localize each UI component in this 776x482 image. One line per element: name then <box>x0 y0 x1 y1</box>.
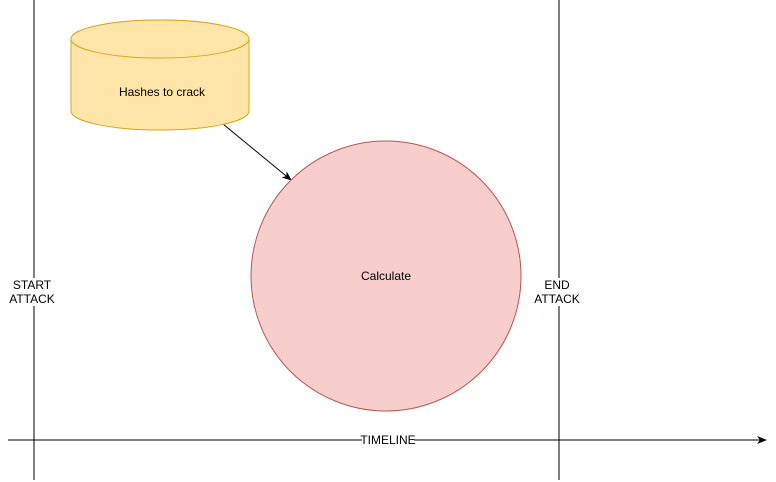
end-attack-label-line2: ATTACK <box>534 292 580 306</box>
start-attack-label-line2: ATTACK <box>9 292 55 306</box>
start-attack-label-line1: START <box>13 278 52 292</box>
end-attack-label-bg <box>532 278 584 306</box>
start-attack-label-bg <box>8 278 58 306</box>
edge-hashes-to-calculate <box>222 123 292 181</box>
timeline-label: TIMELINE <box>360 433 415 447</box>
calculate-node-label: Calculate <box>361 269 411 283</box>
hashes-to-crack-node[interactable]: Hashes to crack <box>70 19 250 131</box>
timeline-label-bg <box>362 433 414 447</box>
hashes-to-crack-label: Hashes to crack <box>119 85 206 99</box>
calculate-node[interactable] <box>250 140 522 412</box>
end-attack-label-line1: END <box>544 278 570 292</box>
cylinder-top <box>70 19 250 59</box>
